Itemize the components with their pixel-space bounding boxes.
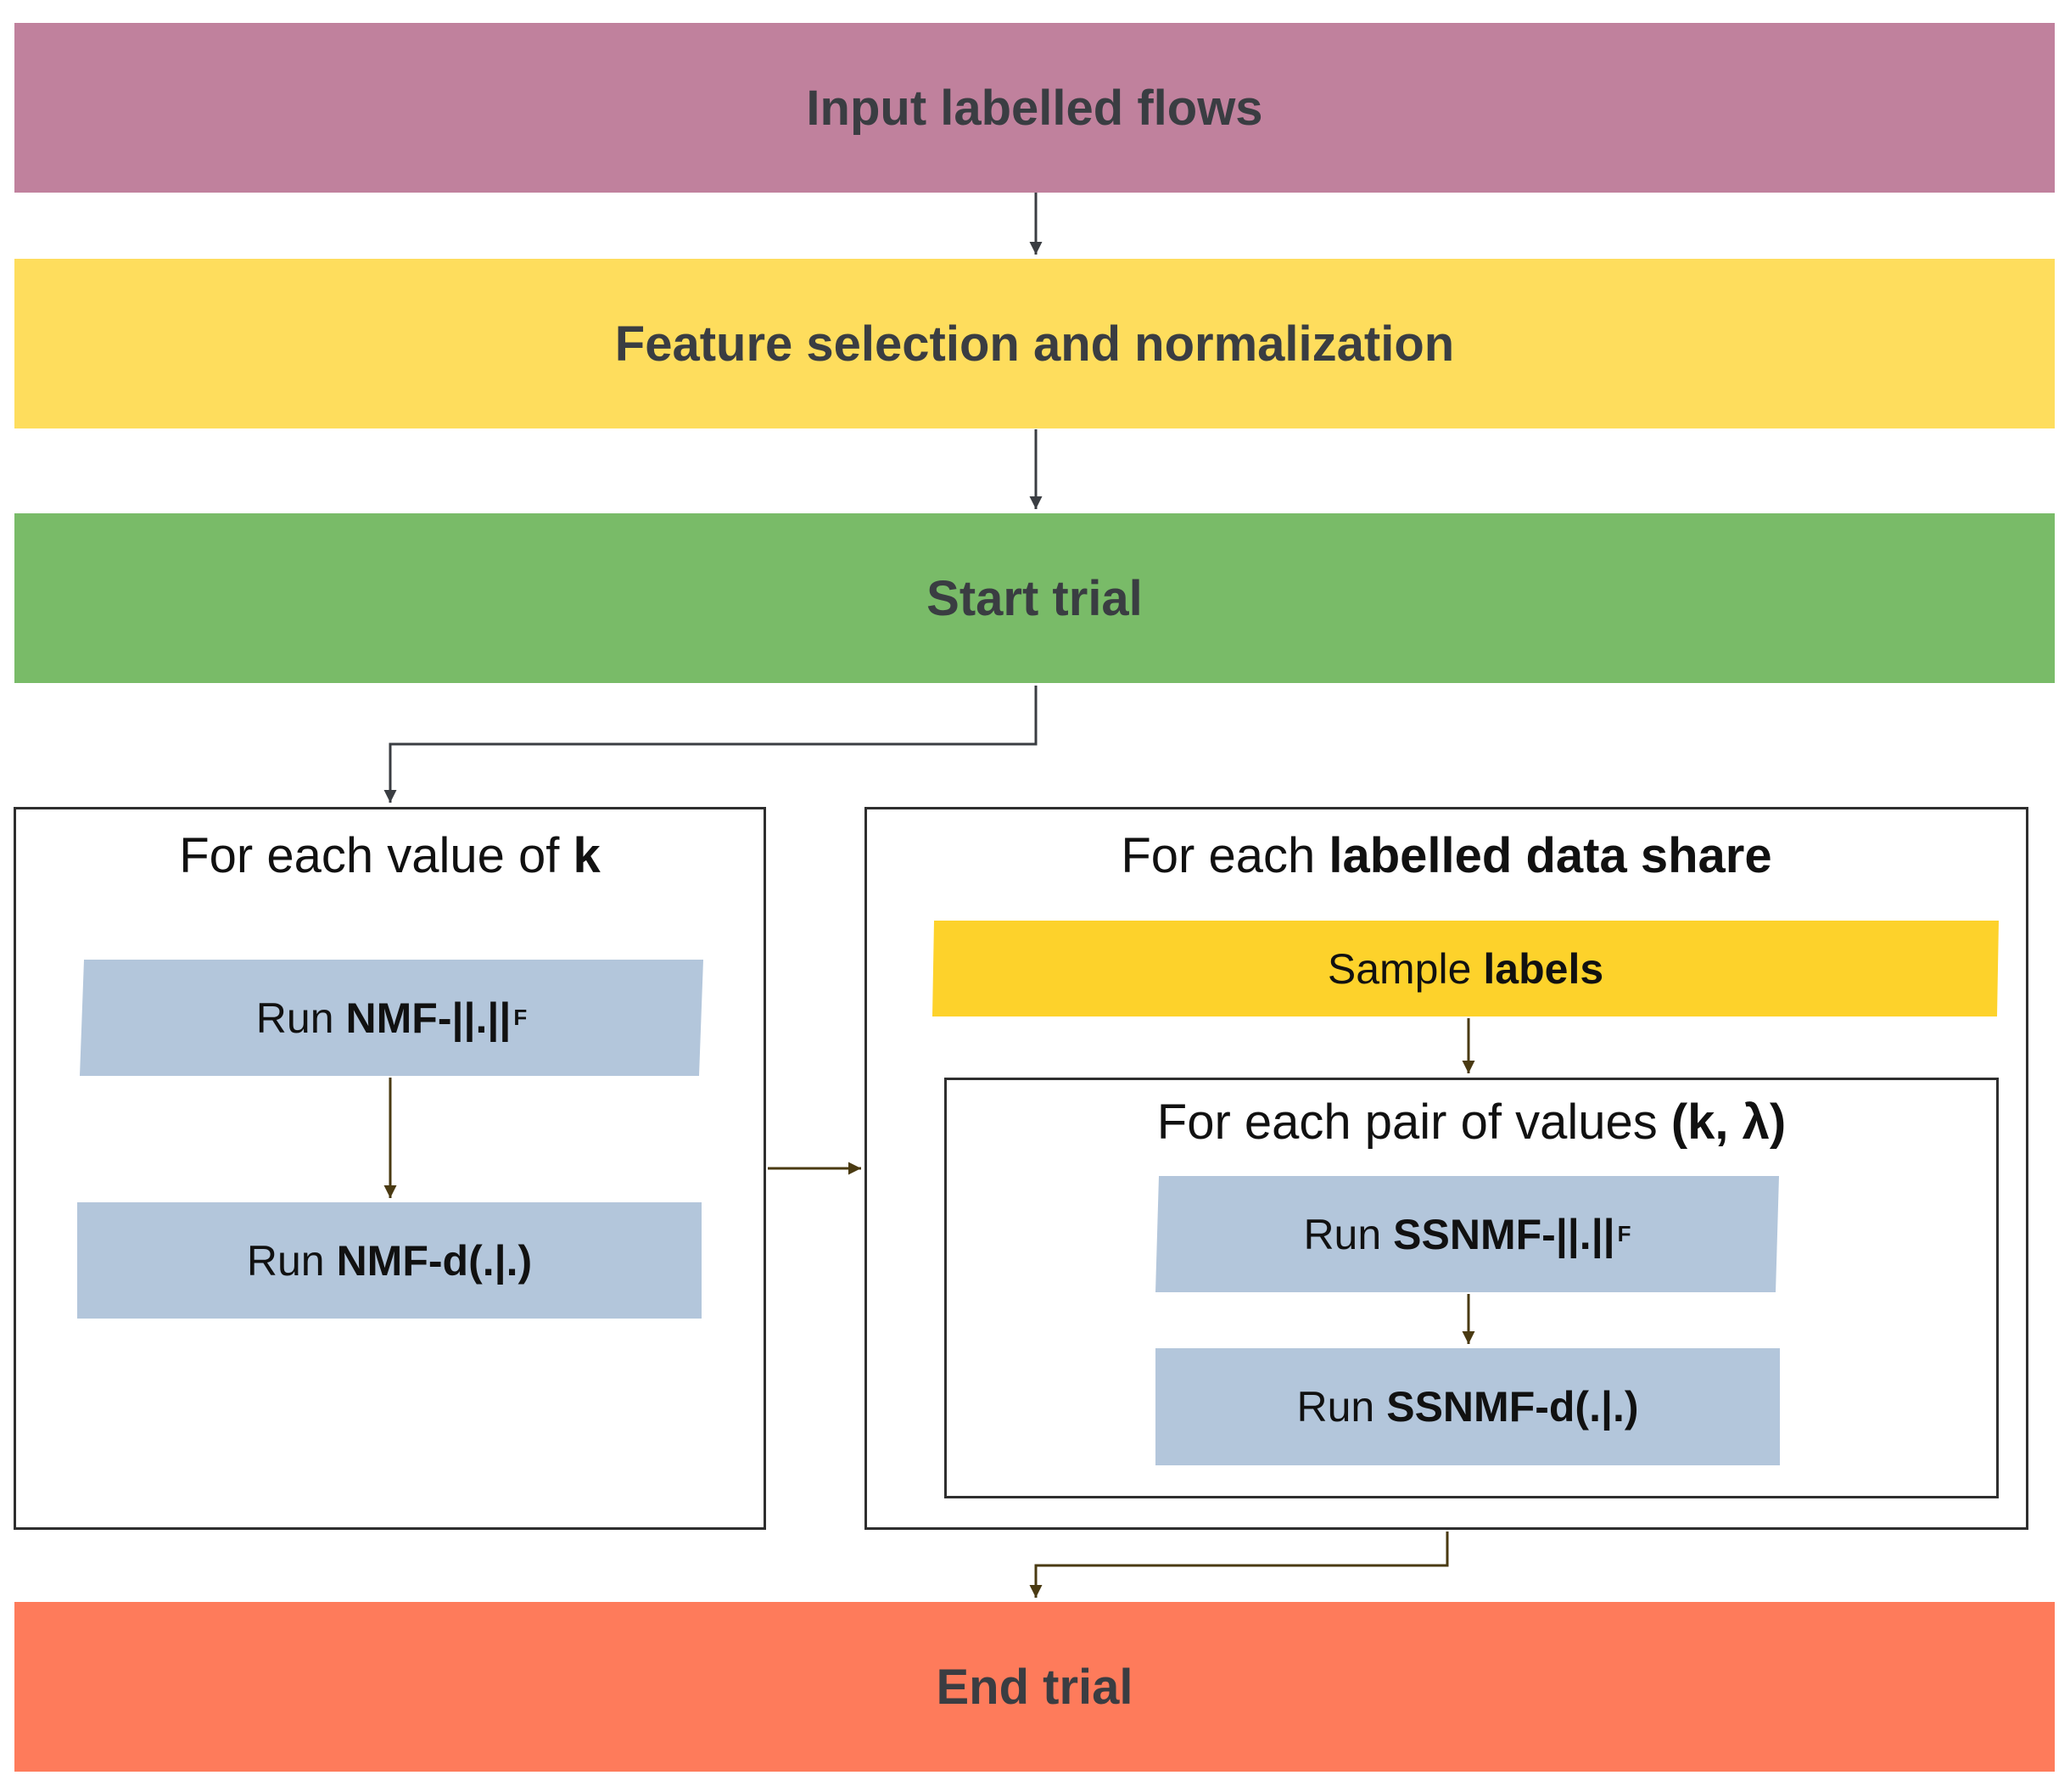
nmf-d-box-shape: [77, 1202, 702, 1319]
run-nmf-f-name: NMF-||.||: [345, 994, 512, 1042]
start-trial-box: Start trial: [14, 513, 2055, 683]
start-label: Start trial: [926, 570, 1143, 626]
feature-label: Feature selection and normalization: [614, 316, 1455, 372]
run-ssnmf-f-subscript: F: [1617, 1221, 1631, 1246]
loop-k-title: For each value of k: [16, 827, 764, 884]
sample-labels-box-shape: [932, 921, 1999, 1016]
run-ssnmf-f-run: Run: [1303, 1210, 1382, 1258]
loop-share-prefix: For each: [1121, 828, 1329, 883]
run-nmf-f-subscript: F: [513, 1005, 528, 1030]
run-nmf-f-run: Run: [255, 994, 334, 1042]
ssnmf-d-box-shape: [1155, 1348, 1780, 1465]
loop-k-prefix: For each value of: [179, 828, 573, 883]
input-labelled-flows-box: Input labelled flows: [14, 23, 2055, 193]
end-trial-box: End trial: [14, 1602, 2055, 1772]
run-ssnmf-d-name: SSNMF-d(.|.): [1386, 1383, 1639, 1431]
sample-text: Sample: [1327, 944, 1472, 993]
input-label: Input labelled flows: [806, 80, 1263, 136]
loop-k-variable: k: [573, 828, 601, 883]
loop-pair-prefix: For each pair of values: [1156, 1095, 1671, 1150]
run-ssnmf-d-run: Run: [1296, 1383, 1375, 1431]
arrow-start-to-loop-k: [383, 686, 1038, 803]
loop-pair-variable: (k, λ): [1670, 1095, 1787, 1150]
run-nmf-d-name: NMF-d(.|.): [336, 1236, 533, 1285]
arrow-loop-share-to-end: [1029, 1532, 1449, 1598]
ssnmf-f-box-shape: [1155, 1176, 1779, 1292]
nmf-f-box-shape: [80, 960, 703, 1076]
run-ssnmf-f-name: SSNMF-||.||: [1393, 1210, 1615, 1258]
sample-bold: labels: [1483, 944, 1604, 993]
feature-selection-box: Feature selection and normalization: [14, 259, 2055, 428]
run-nmf-d-run: Run: [246, 1236, 325, 1285]
loop-share-title: For each labelled data share: [867, 827, 2026, 884]
loop-pair-title: For each pair of values (k, λ): [947, 1094, 1996, 1151]
loop-share-variable: labelled data share: [1329, 828, 1772, 883]
end-label: End trial: [936, 1659, 1133, 1715]
